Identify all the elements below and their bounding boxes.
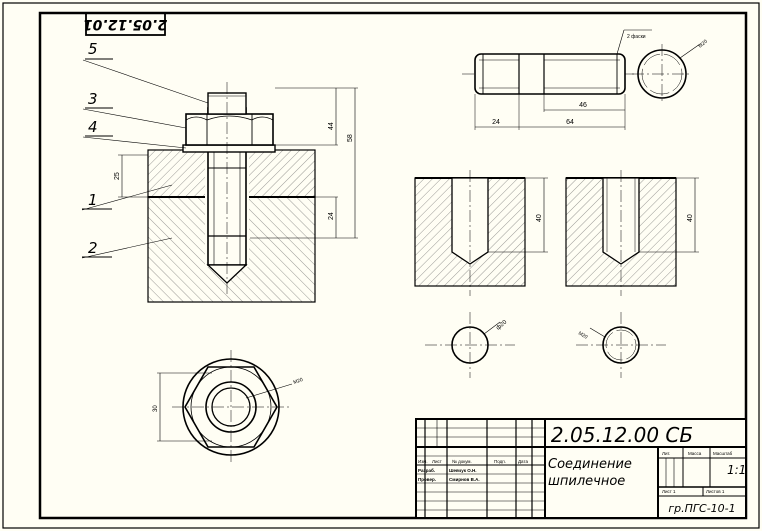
sheet-number: Лист 1 [662,489,676,494]
corner-stamp-text: 2.05.12.01 [83,16,167,32]
col-header-izm: Изм. [418,459,428,464]
assembly-view: 44 58 24 25 5 3 4 1 2 [81,40,358,303]
scale-value: 1:1 [727,463,746,477]
thread-label-stud: М20 [697,39,708,50]
title-line1: Соединение [548,457,632,472]
dim-phi20: ф20 [495,319,508,331]
thread-label-nut: М20 [293,377,304,386]
hole-view-right: 40 М20 [565,170,699,378]
inner-frame [38,11,748,520]
group-code: гр.ПГС-10-1 [668,502,735,515]
callout-1: 1 [88,191,98,209]
stud-detail-view: 46 24 64 2 фаски М20 [462,29,709,130]
col-header-list: Лист [432,459,442,464]
dim-40-left: 40 [536,214,543,222]
dim-30: 30 [153,405,159,412]
washer [182,144,276,153]
chamfer-note: 2 фаски [627,34,646,40]
nut-top-view: М20 30 [153,350,304,464]
dim-24-assy: 24 [328,212,335,220]
role-checker: Провер. [418,477,436,482]
role-developer: Разраб. [418,467,435,473]
col-header-date: Дата [518,459,528,464]
callout-3: 3 [88,90,98,108]
sheets-total: Листов 1 [706,489,725,494]
callout-2: 2 [88,239,98,257]
thread-label-hole: М20 [577,331,589,341]
name-checker: Смирнов В.А. [449,477,480,482]
dim-58: 58 [347,134,354,142]
header-mass: Масса [688,451,702,456]
dim-64: 64 [566,119,574,126]
col-header-doc: № докум. [452,459,472,464]
dim-24-stud: 24 [492,119,500,126]
nut-side [185,113,274,146]
col-header-sign: Подп. [494,459,506,464]
header-lit: Лит. [662,451,670,456]
callout-4: 4 [88,118,98,136]
name-developer: Шевчук О.Н. [449,468,477,473]
title-line2: шпилечное [548,474,625,489]
drawing-designation: 2.05.12.00 СБ [551,423,693,447]
dim-40-right: 40 [687,214,694,222]
hole-view-left: 40 ф20 [414,170,548,378]
title-block: Изм. Лист № докум. Подп. Дата Разраб. Пр… [415,418,747,519]
header-scale: Масштаб [713,451,733,456]
dim-44: 44 [328,122,335,130]
dim-46: 46 [579,102,587,109]
dim-25: 25 [114,172,121,180]
corner-stamp: 2.05.12.01 [83,12,167,36]
callout-5: 5 [88,40,98,58]
